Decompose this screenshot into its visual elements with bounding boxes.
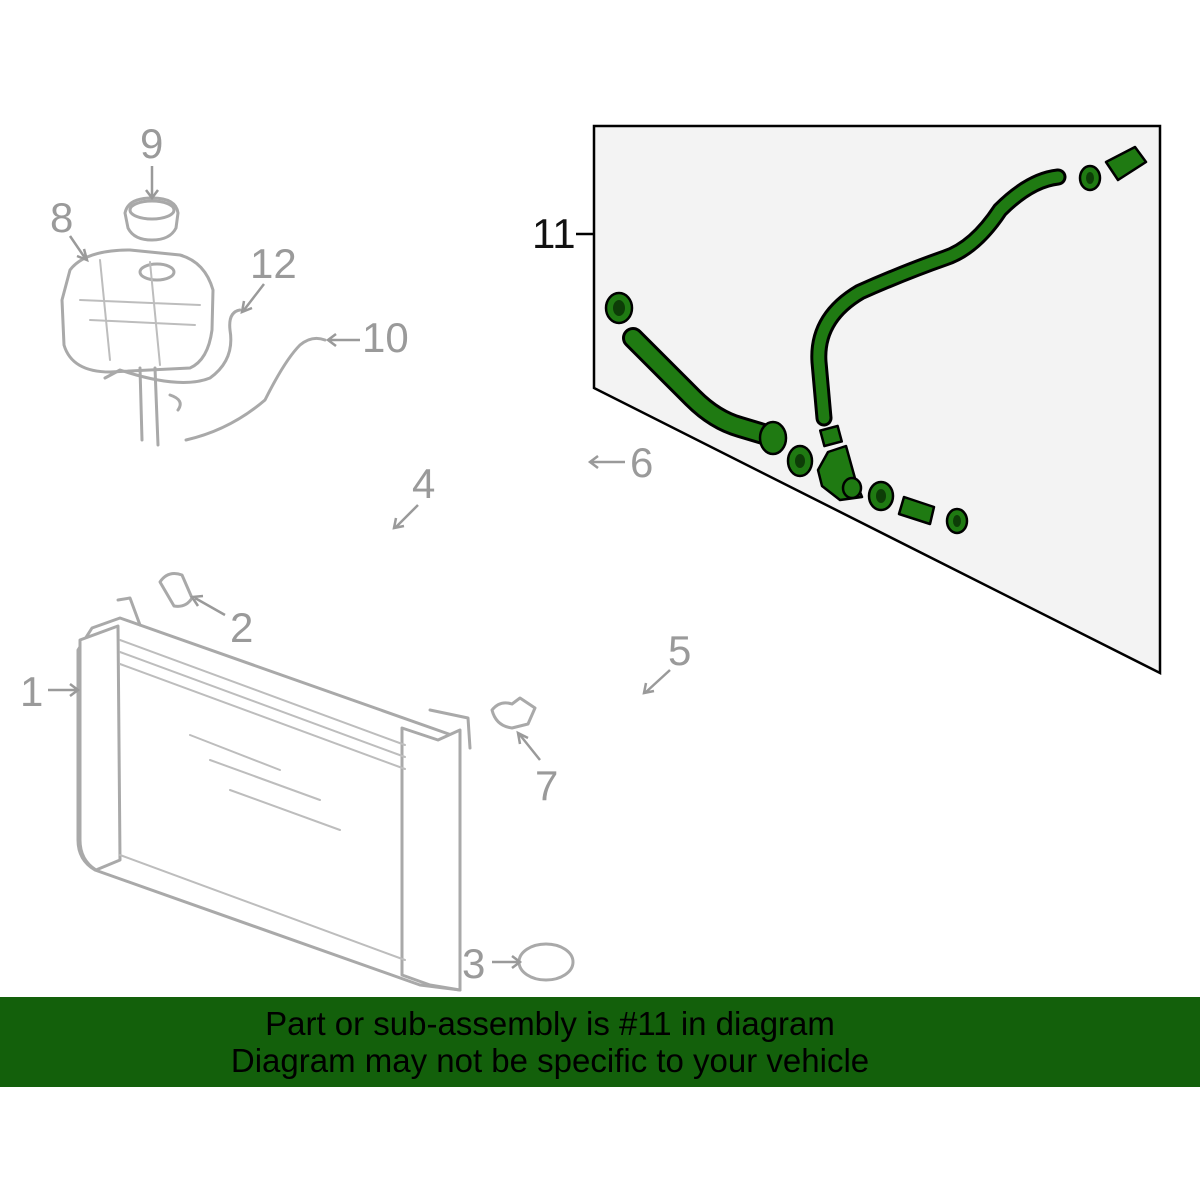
callout-9: 9 [140, 120, 163, 167]
callout-1: 1 [20, 668, 43, 715]
quick-connector-icon [1104, 145, 1148, 182]
reservoir-cap[interactable] [123, 196, 180, 242]
callout-8: 8 [50, 194, 73, 241]
callout-5: 5 [668, 627, 691, 674]
callout-11: 11 [532, 210, 576, 257]
banner-line-1: Part or sub-assembly is #11 in diagram [265, 1005, 835, 1042]
inset-panel [592, 124, 1162, 676]
coolant-reservoir[interactable] [60, 248, 215, 447]
radiator-cushion[interactable] [517, 942, 575, 982]
radiator-insulator[interactable] [158, 572, 194, 608]
drain-valve[interactable] [490, 696, 537, 730]
callout-2: 2 [230, 604, 253, 651]
banner-text: Part or sub-assembly is #11 in diagram D… [0, 1005, 1100, 1079]
callout-10: 10 [362, 314, 409, 361]
callout-7: 7 [535, 762, 558, 809]
callout-12: 12 [250, 240, 297, 287]
info-banner: Part or sub-assembly is #11 in diagram D… [0, 997, 1200, 1087]
bypass-hose[interactable] [184, 336, 327, 442]
coupler-icon [897, 495, 936, 526]
banner-line-2: Diagram may not be specific to your vehi… [230, 1042, 870, 1079]
overflow-hose[interactable] [103, 308, 242, 384]
callout-3: 3 [462, 940, 485, 987]
heater-hose-assembly-highlight[interactable] [604, 145, 1148, 535]
callout-4: 4 [412, 460, 435, 507]
radiator[interactable] [76, 596, 472, 992]
callout-6: 6 [630, 439, 653, 486]
